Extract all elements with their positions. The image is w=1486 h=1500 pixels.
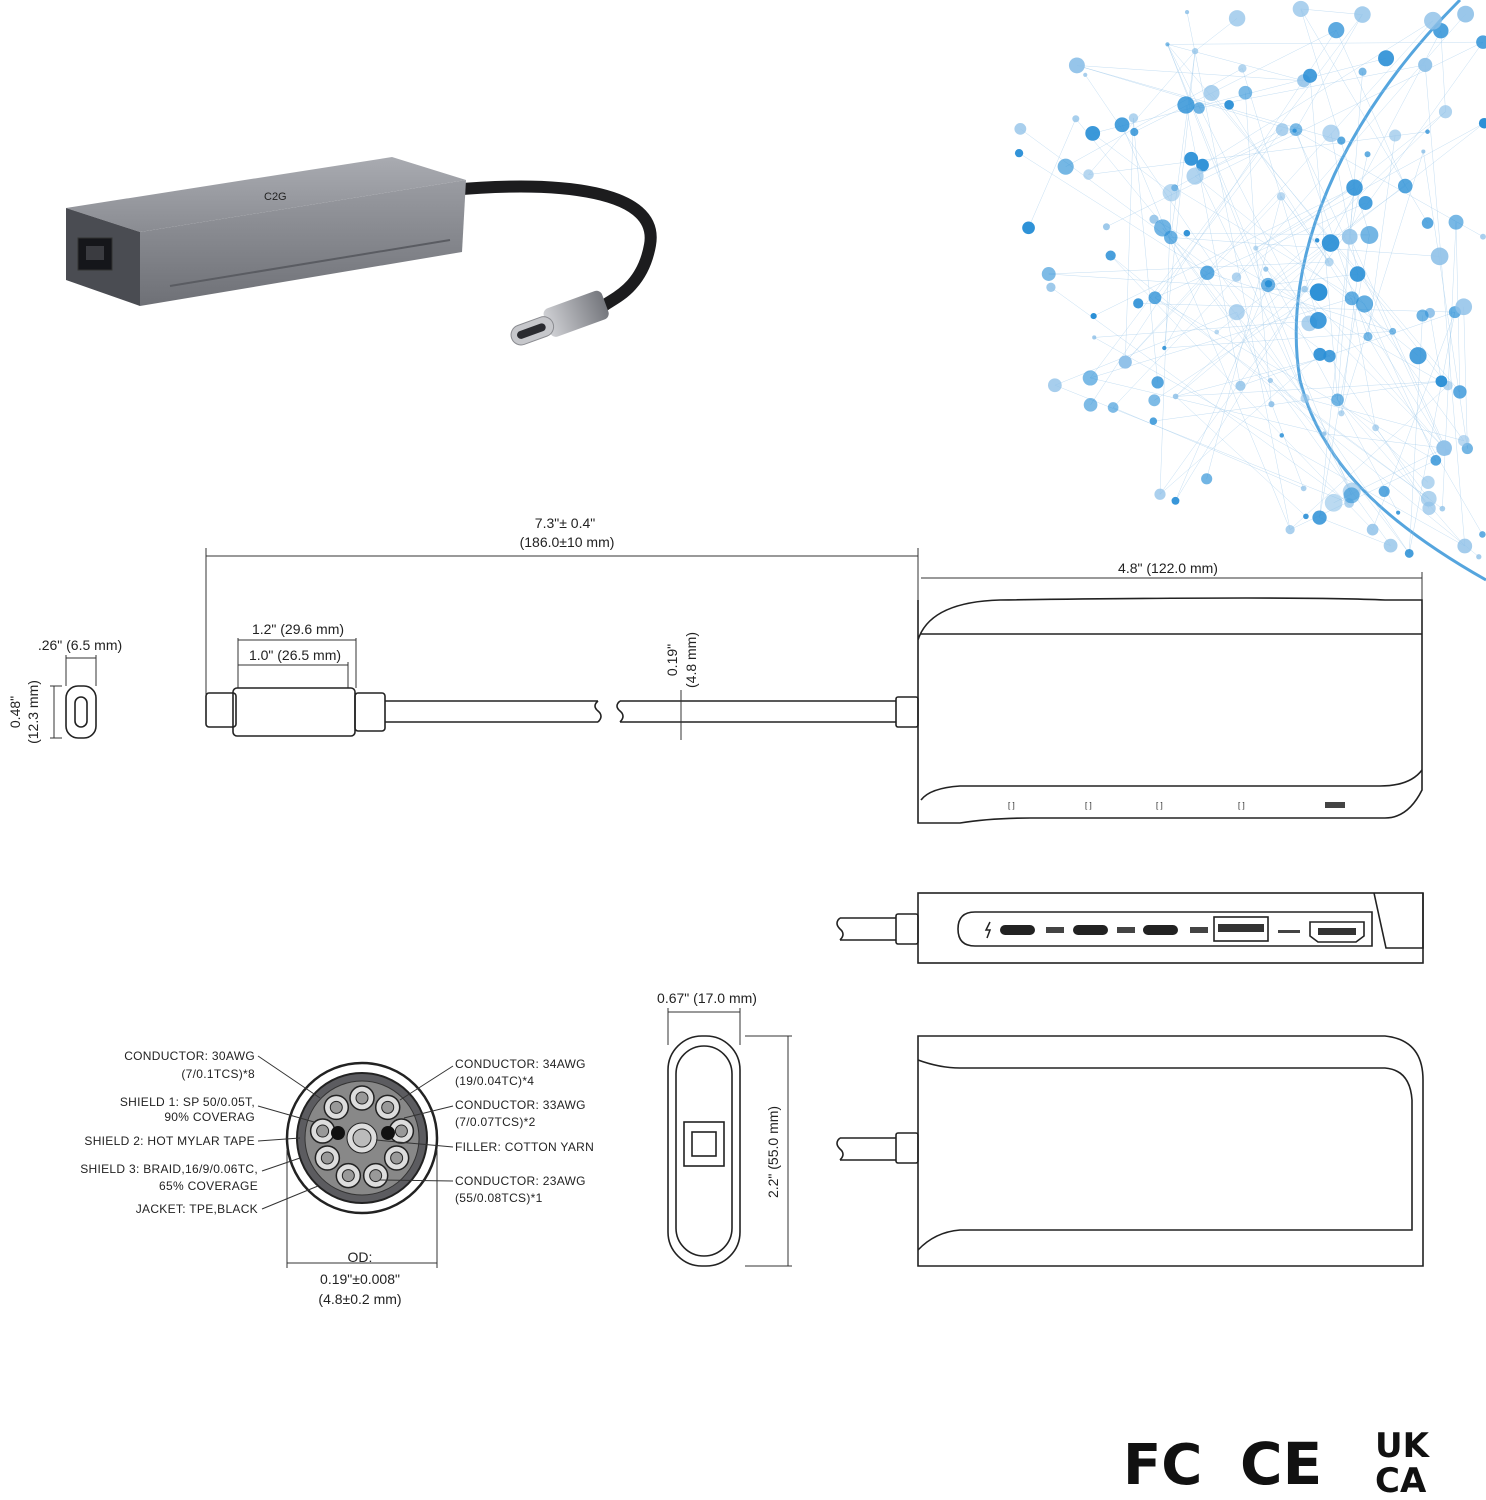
hub-length-label: 4.8" (122.0 mm)	[1118, 560, 1218, 576]
ce-mark-icon: CE	[1240, 1430, 1322, 1498]
connector-height-mm-label: (12.3 mm)	[25, 680, 41, 744]
conductor-33awg-label: CONDUCTOR: 33AWG	[455, 1098, 586, 1112]
shield-1-label: SHIELD 1: SP 50/0.05T,	[120, 1095, 255, 1109]
usb-c-connector-end-icon	[65, 685, 97, 739]
shield-3-label: SHIELD 3: BRAID,16/9/0.06TC,	[80, 1162, 258, 1176]
port-side-view-drawing	[836, 892, 1424, 964]
conductor-33awg-spec: (7/0.07TCS)*2	[455, 1115, 536, 1129]
ukca-mark-top: UK	[1375, 1426, 1431, 1466]
cable-diameter-mm-label: (4.8 mm)	[683, 632, 699, 688]
end-width-label: 0.67" (17.0 mm)	[657, 990, 757, 1006]
end-height-label: 2.2" (55.0 mm)	[765, 1106, 781, 1198]
cable-cross-section-drawing: CONDUCTOR: 30AWG (7/0.1TCS)*8 SHIELD 1: …	[80, 1049, 594, 1307]
conductor-23awg-spec: (55/0.08TCS)*1	[455, 1191, 543, 1205]
bottom-view-drawing	[836, 1035, 1424, 1267]
overall-length-label: 7.3"± 0.4"	[535, 515, 595, 531]
overall-length-mm-label: (186.0±10 mm)	[520, 534, 615, 550]
certification-marks: FC CE UK CA	[1123, 1426, 1431, 1500]
usb-a-port-icon	[1213, 916, 1269, 942]
conductor-34awg-label: CONDUCTOR: 34AWG	[455, 1057, 586, 1071]
globe-network-graphic	[1014, 0, 1486, 582]
plug-length-inner-label: 1.0" (26.5 mm)	[249, 647, 341, 663]
ethernet-port-end-icon	[683, 1121, 725, 1167]
shield-2-label: SHIELD 2: HOT MYLAR TAPE	[84, 1134, 255, 1148]
svg-text:[ ]: [ ]	[1008, 801, 1015, 810]
usb-c-port-1-icon	[1000, 925, 1035, 935]
conductor-34awg-spec: (19/0.04TC)*4	[455, 1074, 534, 1088]
jacket-label: JACKET: TPE,BLACK	[136, 1202, 258, 1216]
shield-1-coverage: 90% COVERAG	[164, 1110, 255, 1124]
svg-text:[ ]: [ ]	[1085, 801, 1092, 810]
shield-3-coverage: 65% COVERAGE	[159, 1179, 258, 1193]
cable-diameter-label: 0.19"	[664, 644, 680, 676]
plug-length-outer-label: 1.2" (29.6 mm)	[252, 621, 344, 637]
conductor-23awg-label: CONDUCTOR: 23AWG	[455, 1174, 586, 1188]
svg-text:[ ]: [ ]	[1238, 801, 1245, 810]
od-value: 0.19"±0.008"	[320, 1271, 400, 1287]
ukca-mark-bottom: CA	[1375, 1461, 1427, 1500]
filler-label: FILLER: COTTON YARN	[455, 1140, 594, 1154]
connector-width-label: .26" (6.5 mm)	[38, 637, 122, 653]
product-photo: C2G	[66, 157, 657, 346]
connector-height-label: 0.48"	[7, 696, 23, 728]
conductor-30awg-label: CONDUCTOR: 30AWG	[124, 1049, 255, 1063]
side-view-drawing: 7.3"± 0.4" (186.0±10 mm) 4.8" (122.0 mm)…	[7, 515, 1423, 824]
hdmi-port-icon	[1309, 921, 1365, 943]
usb-c-port-2-icon	[1073, 925, 1108, 935]
conductor-30awg-spec: (7/0.1TCS)*8	[181, 1067, 255, 1081]
od-label: OD:	[348, 1249, 373, 1265]
svg-text:[ ]: [ ]	[1156, 801, 1163, 810]
ethernet-end-view-drawing: 0.67" (17.0 mm) 2.2" (55.0 mm)	[657, 990, 792, 1267]
od-value-mm: (4.8±0.2 mm)	[318, 1291, 401, 1307]
fcc-mark-icon: FC	[1123, 1433, 1202, 1498]
usb-c-port-3-icon	[1143, 925, 1178, 935]
usb-c-plug-icon	[510, 290, 609, 346]
product-logo: C2G	[264, 191, 287, 203]
